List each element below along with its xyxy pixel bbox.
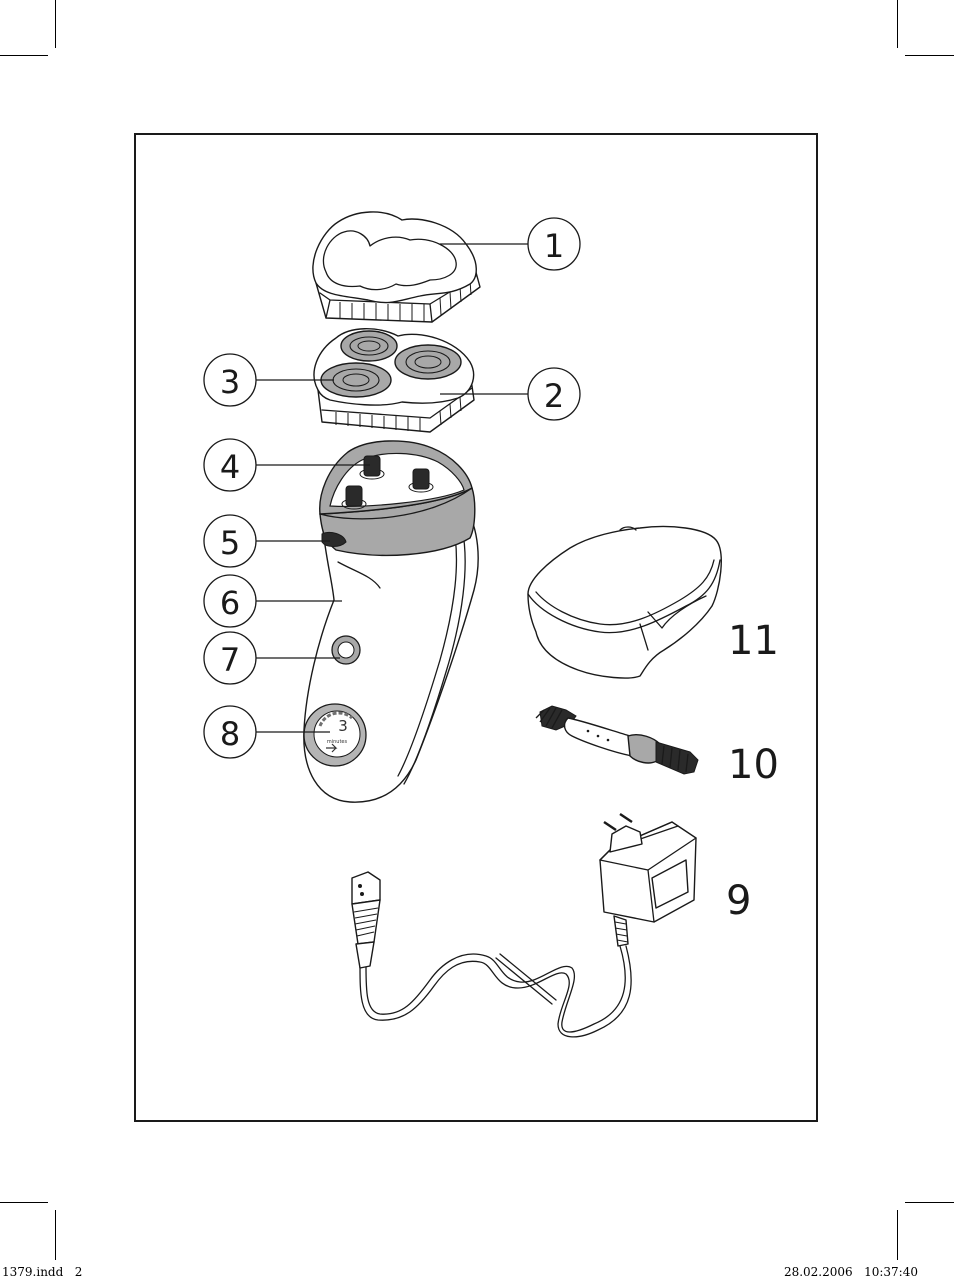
crop-mark-top-left-v: [55, 0, 56, 48]
shaving-head-right: [394, 344, 462, 380]
display-digit: 3: [338, 717, 348, 735]
drive-spindle-right: [408, 468, 434, 493]
callout-2-label: 2: [544, 377, 564, 415]
crop-mark-top-right-v: [897, 0, 898, 48]
adapter-label: 9: [726, 878, 751, 924]
display-unit: minutes: [327, 739, 348, 745]
power-cord: [351, 871, 632, 1038]
protection-cap: [312, 211, 528, 323]
callout-5-label: 5: [220, 524, 240, 562]
callout-2: 2: [527, 367, 581, 421]
crop-mark-top-right-h: [905, 55, 954, 56]
callout-4-label: 4: [220, 448, 240, 486]
callout-5: 5: [203, 514, 257, 568]
shaving-head-top: [340, 330, 398, 362]
drive-spindle-left: [341, 485, 367, 510]
callout-8: 8: [203, 705, 257, 759]
storage-pouch: [527, 525, 722, 679]
callout-6-label: 6: [220, 584, 240, 622]
crop-mark-bottom-left-h: [0, 1202, 48, 1203]
callout-4: 4: [203, 438, 257, 492]
callout-1: 1: [527, 217, 581, 271]
callout-3-label: 3: [220, 363, 240, 401]
crop-mark-top-left-h: [0, 55, 48, 56]
callout-6: 6: [203, 574, 257, 628]
adapter: [599, 812, 697, 947]
shaver-body: 3 minutes: [256, 440, 479, 803]
brush-label: 10: [728, 742, 779, 788]
release-button: [321, 531, 347, 547]
charge-display: 3 minutes: [303, 703, 367, 767]
callout-8-label: 8: [220, 715, 240, 753]
drive-spindle-top: [359, 455, 385, 480]
shaving-unit: [256, 328, 528, 433]
callout-3: 3: [203, 353, 257, 407]
callout-7: 7: [203, 631, 257, 685]
on-off-button: [337, 641, 355, 659]
slug-timestamp: 28.02.2006 10:37:40: [783, 1265, 918, 1279]
crop-mark-bottom-right-v: [897, 1210, 898, 1260]
illustration-frame: [134, 133, 818, 1122]
plug-icon: [326, 743, 338, 753]
slug-file-name: 1379.indd 2: [2, 1265, 83, 1279]
cleaning-brush: [535, 705, 699, 775]
crop-mark-bottom-left-v: [55, 1210, 56, 1260]
callout-1-label: 1: [544, 227, 564, 265]
crop-mark-bottom-right-h: [905, 1202, 954, 1203]
pouch-label: 11: [728, 618, 779, 664]
callout-7-label: 7: [220, 641, 240, 679]
